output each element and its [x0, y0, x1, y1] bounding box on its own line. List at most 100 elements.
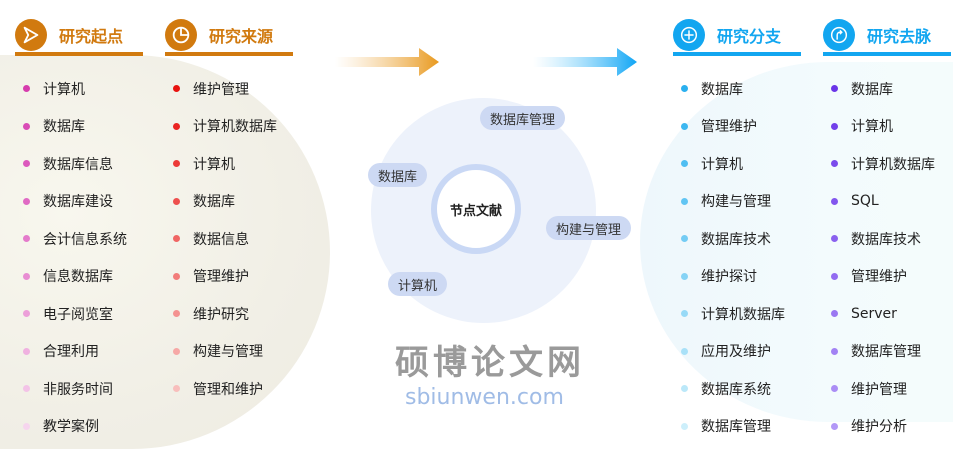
item-label: 数据信息 [193, 231, 249, 248]
bullet-dot-icon [681, 122, 688, 130]
list-item[interactable]: 计算机 [673, 145, 801, 183]
list-item[interactable]: 合理利用 [15, 333, 143, 371]
list-item[interactable]: 构建与管理 [673, 183, 801, 221]
bullet-dot-icon [681, 310, 688, 318]
list-item[interactable]: 管理维护 [165, 258, 293, 296]
bullet-dot-icon [23, 235, 30, 243]
list-item[interactable]: 维护管理 [165, 70, 293, 108]
item-label: 计算机数据库 [851, 156, 935, 173]
list-item[interactable]: 数据库系统 [673, 370, 801, 408]
item-label: 数据库 [851, 81, 893, 98]
item-label: 维护管理 [851, 381, 907, 398]
list-item[interactable]: 应用及维护 [673, 333, 801, 371]
item-label: 维护管理 [193, 81, 249, 98]
item-label: 合理利用 [43, 344, 99, 361]
plus-circle-icon [673, 19, 705, 51]
bullet-dot-icon [681, 235, 688, 243]
item-label: 数据库 [43, 119, 85, 136]
list-item[interactable]: 数据库 [673, 70, 801, 108]
list-item[interactable]: 计算机 [165, 145, 293, 183]
list-item[interactable]: 数据库信息 [15, 145, 143, 183]
list-item[interactable]: 数据库技术 [823, 220, 951, 258]
list-item[interactable]: 维护分析 [823, 408, 951, 446]
column-title: 研究去脉 [867, 27, 932, 46]
column-3: 研究分支数据库管理维护计算机构建与管理数据库技术维护探讨计算机数据库应用及维护数… [673, 18, 801, 445]
item-label: 管理维护 [701, 119, 757, 136]
list-item[interactable]: 数据库 [165, 183, 293, 221]
arrow-right-blue-icon [533, 48, 637, 76]
item-label: 管理和维护 [193, 381, 263, 398]
item-label: 数据库 [193, 194, 235, 211]
list-item[interactable]: 电子阅览室 [15, 295, 143, 333]
list-item[interactable]: 会计信息系统 [15, 220, 143, 258]
bullet-dot-icon [173, 347, 180, 355]
bullet-dot-icon [831, 347, 838, 355]
list-item[interactable]: 维护管理 [823, 370, 951, 408]
watermark-logo: 硕博论文网 [395, 343, 585, 383]
list-item[interactable]: 数据库管理 [673, 408, 801, 446]
bullet-dot-icon [831, 85, 838, 93]
bullet-dot-icon [173, 235, 180, 243]
list-item[interactable]: 管理维护 [673, 108, 801, 146]
list-item[interactable]: 数据库 [15, 108, 143, 146]
tag-node[interactable]: 数据库管理 [480, 106, 566, 130]
bullet-dot-icon [681, 272, 688, 280]
bullet-dot-icon [681, 160, 688, 168]
list-item[interactable]: 计算机 [15, 70, 143, 108]
list-item[interactable]: 数据库管理 [823, 333, 951, 371]
bullet-dot-icon [831, 122, 838, 130]
item-label: 维护探讨 [701, 269, 757, 286]
bullet-dot-icon [23, 272, 30, 280]
item-label: SQL [851, 193, 879, 210]
tag-node[interactable]: 计算机 [388, 272, 448, 296]
list-item[interactable]: 维护研究 [165, 295, 293, 333]
list-item[interactable]: SQL [823, 183, 951, 221]
list-item[interactable]: 计算机数据库 [165, 108, 293, 146]
bullet-dot-icon [831, 310, 838, 318]
arrow-right-orange-icon [335, 48, 439, 76]
item-label: 数据库管理 [851, 344, 921, 361]
pie-chart-icon [165, 19, 197, 51]
column-header: 研究分支 [673, 18, 801, 56]
list-item[interactable]: 数据库建设 [15, 183, 143, 221]
list-item[interactable]: 数据库技术 [673, 220, 801, 258]
bullet-dot-icon [23, 85, 30, 93]
item-label: 数据库系统 [701, 381, 771, 398]
list-item[interactable]: 数据库 [823, 70, 951, 108]
bullet-dot-icon [23, 122, 30, 130]
list-item[interactable]: 数据信息 [165, 220, 293, 258]
item-label: 维护研究 [193, 306, 249, 323]
item-label: 计算机 [193, 156, 235, 173]
list-item[interactable]: 计算机数据库 [823, 145, 951, 183]
list-item[interactable]: 计算机 [823, 108, 951, 146]
list-item[interactable]: 信息数据库 [15, 258, 143, 296]
list-item[interactable]: 教学案例 [15, 408, 143, 446]
list-item[interactable]: 管理维护 [823, 258, 951, 296]
tag-node[interactable]: 构建与管理 [546, 216, 632, 240]
column-header: 研究来源 [165, 18, 293, 56]
list-item[interactable]: 构建与管理 [165, 333, 293, 371]
tag-node[interactable]: 数据库 [368, 163, 428, 187]
item-label: 构建与管理 [701, 194, 771, 211]
item-label: 电子阅览室 [43, 306, 113, 323]
list-item[interactable]: 计算机数据库 [673, 295, 801, 333]
list-item[interactable]: Server [823, 295, 951, 333]
list-item[interactable]: 维护探讨 [673, 258, 801, 296]
bullet-dot-icon [173, 272, 180, 280]
bullet-dot-icon [23, 422, 30, 430]
bullet-dot-icon [173, 385, 180, 393]
list-item[interactable]: 非服务时间 [15, 370, 143, 408]
bullet-dot-icon [173, 160, 180, 168]
bullet-dot-icon [681, 85, 688, 93]
item-label: 数据库建设 [43, 194, 113, 211]
bullet-dot-icon [831, 422, 838, 430]
bullet-dot-icon [831, 160, 838, 168]
bullet-dot-icon [23, 347, 30, 355]
center-node[interactable]: 节点文献 [431, 164, 521, 254]
item-label: 维护分析 [851, 419, 907, 436]
background-blob-right [640, 62, 953, 422]
bullet-dot-icon [681, 385, 688, 393]
list-item[interactable]: 管理和维护 [165, 370, 293, 408]
bullet-dot-icon [173, 85, 180, 93]
